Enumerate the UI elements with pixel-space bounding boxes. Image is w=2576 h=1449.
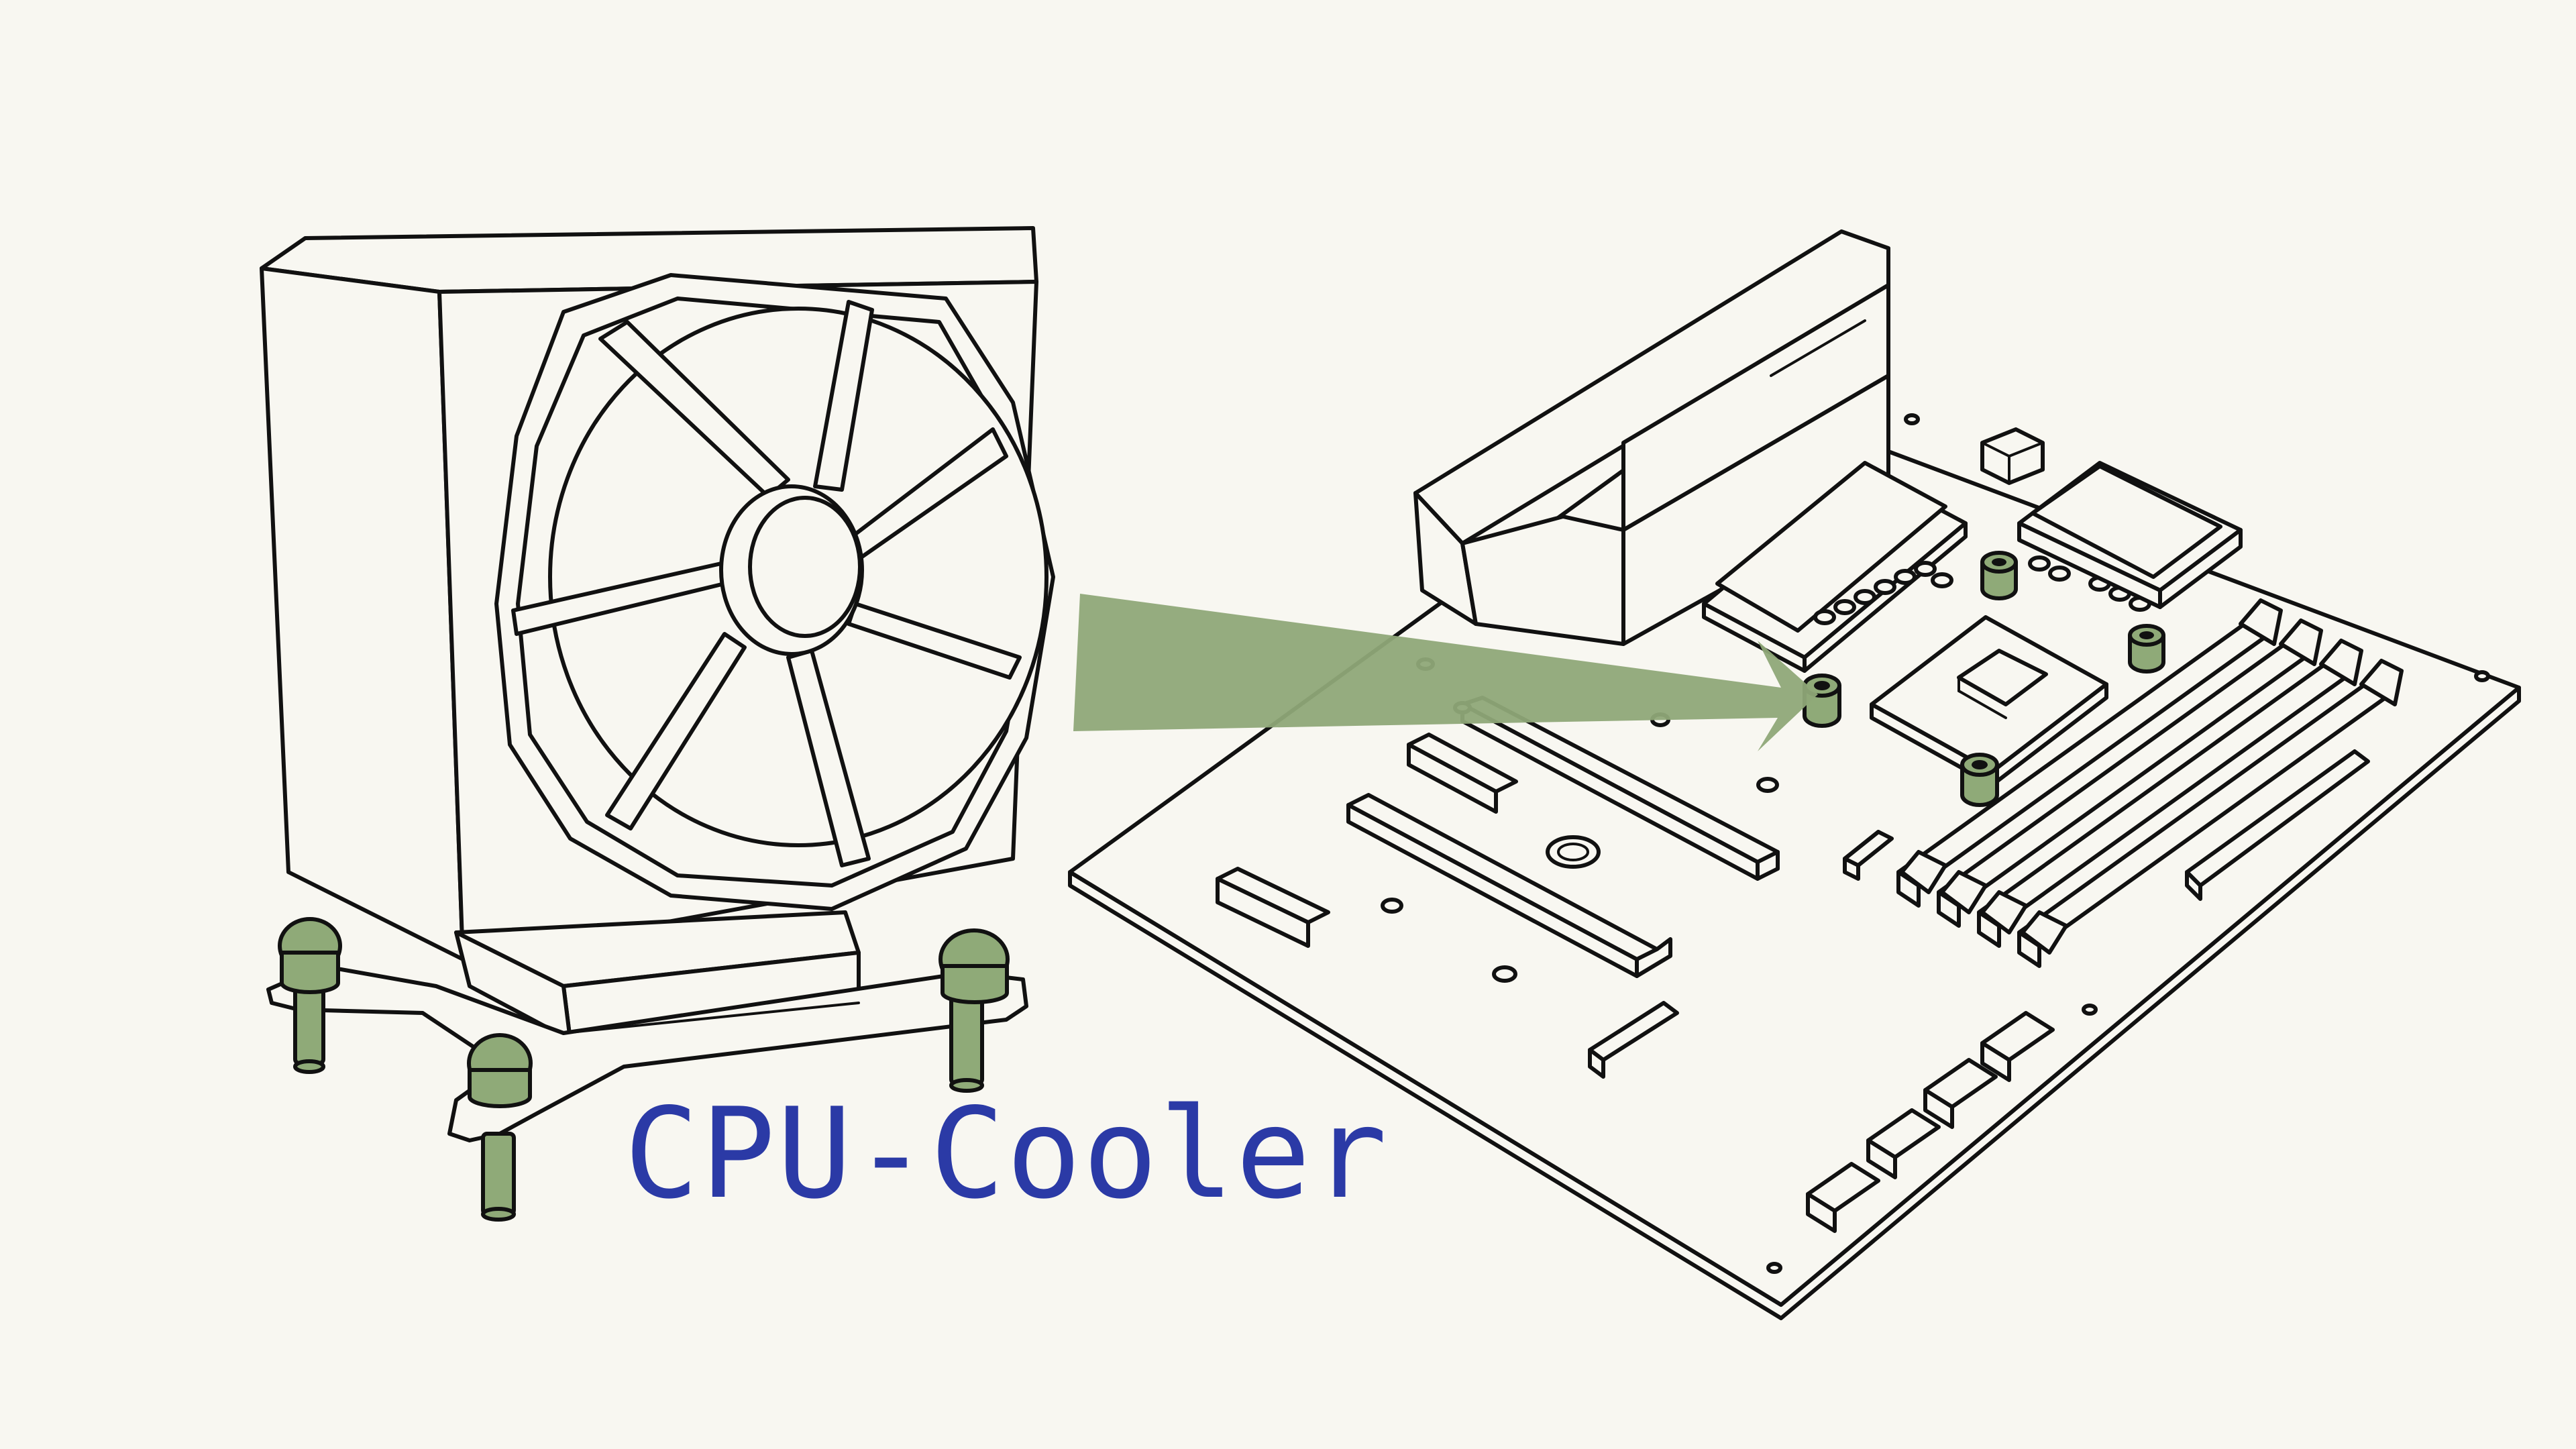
standoff: [2128, 624, 2165, 674]
standoff: [1960, 753, 1999, 807]
heatsink-side: [260, 266, 465, 961]
pcie-slots: [1346, 696, 1780, 978]
ram-slots: [1896, 598, 2404, 968]
screw: [938, 928, 1010, 1093]
sata-ports: [1806, 1011, 2055, 1233]
heatsink-right: [2017, 461, 2243, 609]
cpu-cooler-label: CPU-Cooler: [624, 1081, 1389, 1226]
fan-blades: [511, 300, 1022, 867]
mounting-screws: [278, 917, 1010, 1222]
fan-hub: [719, 484, 864, 656]
motherboard-illustration: [1068, 229, 2521, 1320]
cpu-cooler-illustration: [260, 226, 1055, 1222]
small-connectors: [1216, 830, 1894, 1079]
screw: [467, 1033, 533, 1222]
cmos-battery: [1546, 835, 1601, 869]
capacitors: [1813, 555, 2151, 625]
standoff: [1980, 551, 2018, 600]
arrow-icon: [1073, 594, 1818, 751]
heatsink-left: [1702, 461, 1968, 673]
screw: [278, 917, 342, 1074]
